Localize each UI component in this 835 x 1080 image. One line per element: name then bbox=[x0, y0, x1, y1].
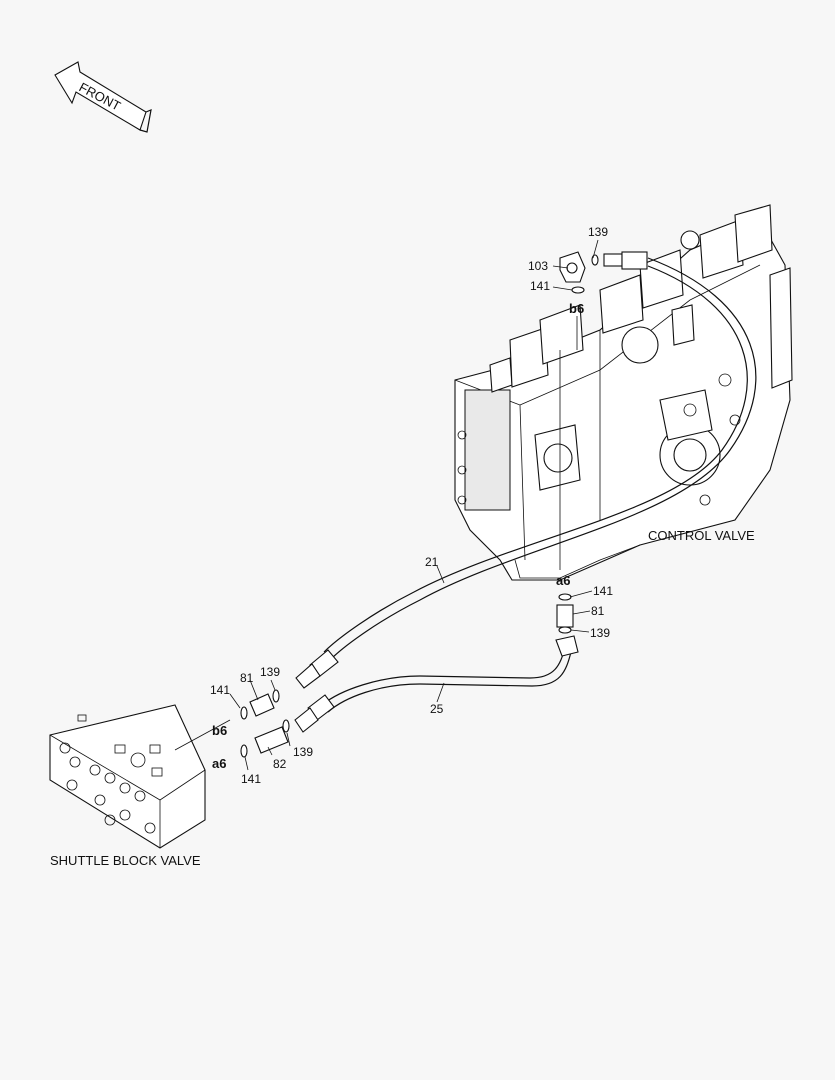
hose-25 bbox=[294, 635, 579, 733]
callout-hose-21: 21 bbox=[425, 555, 439, 569]
shuttle-block-valve-caption: SHUTTLE BLOCK VALVE bbox=[50, 853, 201, 868]
callout-a6-right: a6 bbox=[556, 573, 570, 588]
left-fittings bbox=[240, 689, 290, 758]
callout-a6-left: a6 bbox=[212, 756, 226, 771]
right-fittings bbox=[556, 593, 574, 634]
callout-139-left-upper: 139 bbox=[260, 665, 280, 679]
callout-103-top: 103 bbox=[528, 259, 548, 273]
callout-81-right: 81 bbox=[591, 604, 605, 618]
callout-141-left-lower: 141 bbox=[241, 772, 261, 786]
control-valve-caption: CONTROL VALVE bbox=[648, 528, 755, 543]
callout-141-top: 141 bbox=[530, 279, 550, 293]
callout-b6-top: b6 bbox=[569, 301, 584, 316]
callout-141-left-upper: 141 bbox=[210, 683, 230, 697]
shuttle-block-valve-body bbox=[49, 704, 206, 849]
callout-labels: 139 103 141 b6 21 a6 141 81 139 25 81 13… bbox=[210, 225, 613, 786]
callout-81-left: 81 bbox=[240, 671, 254, 685]
control-valve-body bbox=[454, 204, 793, 581]
callout-82-left: 82 bbox=[273, 757, 287, 771]
callout-141-right: 141 bbox=[593, 584, 613, 598]
callout-139-left-lower: 139 bbox=[293, 745, 313, 759]
leader-lines bbox=[174, 239, 599, 771]
callout-b6-left: b6 bbox=[212, 723, 227, 738]
hose-21 bbox=[295, 257, 757, 689]
callout-hose-25: 25 bbox=[430, 702, 444, 716]
callout-139-right: 139 bbox=[590, 626, 610, 640]
front-arrow-icon: FRONT bbox=[54, 61, 152, 133]
callout-139-top: 139 bbox=[588, 225, 608, 239]
